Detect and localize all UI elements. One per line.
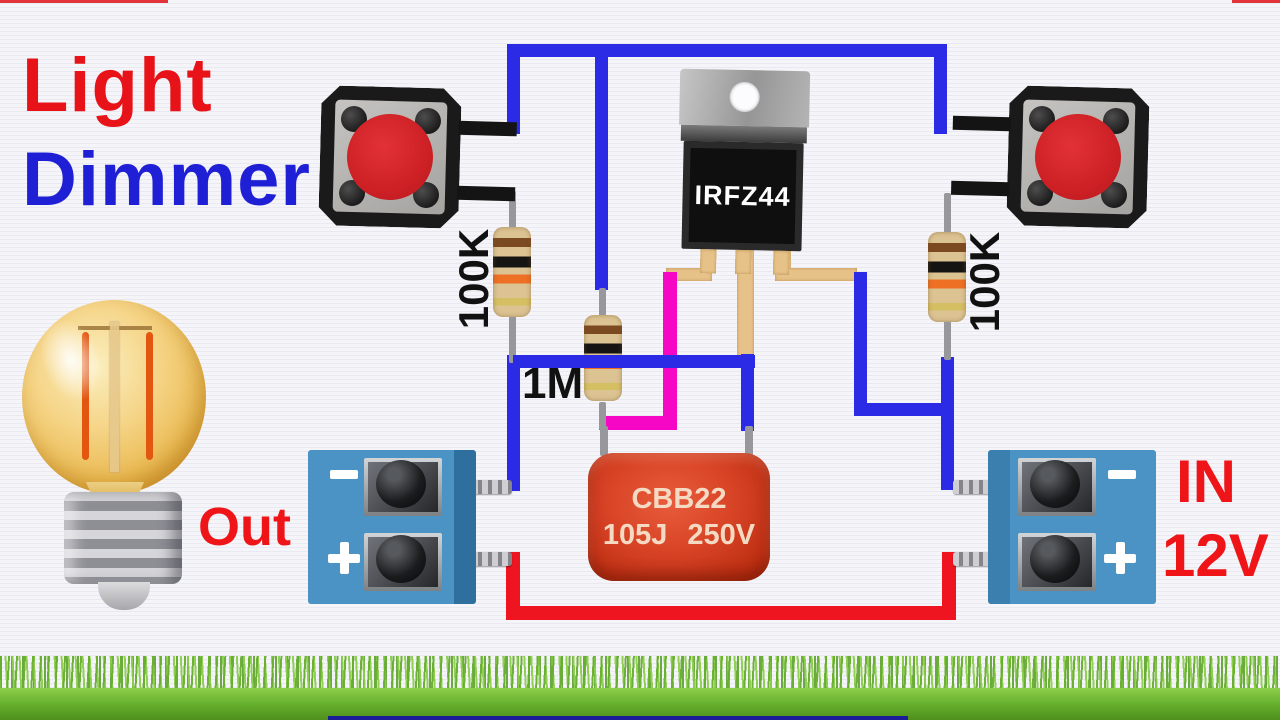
out-plus-symbol: [328, 542, 360, 574]
resistor-1m-label: 1M: [522, 359, 584, 408]
right-resistor-bottom-lead: [944, 318, 951, 360]
out-minus-screw-terminal: [364, 458, 442, 516]
middle-resistor-top-lead: [599, 288, 606, 318]
mosfet-drain-pin: [734, 249, 752, 275]
mosfet-face: IRFZ44: [688, 147, 797, 245]
push-button-right-bottom-pin: [950, 180, 1010, 197]
out-label: Out: [198, 497, 291, 557]
wire-blue-right-button-drop: [934, 44, 947, 134]
mosfet-body: IRFZ44: [681, 140, 804, 252]
capacitor-left-lead: [600, 426, 608, 456]
left-button-to-resistor-lead: [509, 191, 516, 231]
filament-light-bulb: [16, 296, 216, 616]
middle-resistor-bottom-lead: [599, 402, 606, 430]
push-button-left: [318, 85, 517, 229]
in-label: IN: [1176, 448, 1236, 515]
screw-head: [376, 460, 426, 508]
capacitor-right-lead: [745, 426, 753, 456]
title-line-light: Light: [22, 43, 213, 128]
right-button-to-resistor-lead: [944, 193, 951, 235]
wire-blue-to-in-minus: [941, 357, 954, 490]
push-button-left-bottom-pin: [456, 185, 516, 202]
top-edge-artifact: [0, 0, 168, 3]
resistor-100k-left-label: 100K: [450, 228, 497, 330]
push-button-right: [950, 85, 1150, 229]
wire-blue-source-horizontal: [854, 403, 954, 416]
mosfet-source-pin: [772, 250, 790, 275]
wire-red-left-vertical: [506, 552, 520, 620]
terminal-block-out: [308, 450, 476, 604]
screw-head: [376, 535, 426, 583]
bulb-screw-base: [64, 492, 182, 584]
capacitor-cbb22: CBB22 105J 250V: [588, 453, 770, 581]
screw-head: [1030, 535, 1080, 583]
mosfet-part-number: IRFZ44: [694, 179, 791, 212]
resistor-100k-right-label: 100K: [961, 231, 1008, 333]
mosfet-source-leg-bend: [775, 268, 857, 281]
grass-base: [0, 688, 1280, 720]
top-edge-artifact: [1232, 0, 1280, 3]
terminal-block-in: [988, 450, 1156, 604]
out-minus-symbol: [330, 470, 358, 479]
wire-magenta-gate-vertical: [663, 272, 677, 430]
grass-strip: [0, 656, 1280, 720]
left-resistor-bottom-lead: [509, 313, 516, 363]
resistor-100k-left: [493, 227, 531, 317]
out-plus-screw-terminal: [364, 533, 442, 591]
wire-blue-left-button-drop: [507, 44, 520, 134]
wire-blue-to-out-minus: [507, 355, 520, 491]
capacitor-series-text: CBB22: [631, 482, 727, 515]
bulb-base-tip: [98, 582, 150, 610]
wire-red-bottom-horizontal: [506, 606, 956, 620]
wire-blue-source-vertical: [854, 272, 867, 416]
screw-head: [1030, 460, 1080, 508]
in-minus-symbol: [1108, 470, 1136, 479]
wire-blue-top-horizontal: [507, 44, 947, 57]
resistor-100k-right: [928, 232, 966, 322]
in-plus-screw-terminal: [1018, 533, 1096, 591]
wire-blue-mid-horizontal: [513, 355, 755, 368]
wire-blue-tee-to-1m: [595, 44, 608, 290]
mosfet-irfz44: IRFZ44: [674, 68, 812, 284]
wire-magenta-gate-horizontal: [599, 416, 677, 430]
wire-blue-drain-to-capacitor: [741, 354, 754, 431]
capacitor-rating-text: 105J 250V: [602, 519, 756, 551]
in-minus-screw-terminal: [1018, 458, 1096, 516]
mosfet-drain-leg: [737, 248, 754, 358]
mosfet-gate-pin: [699, 249, 717, 274]
bulb-filament-rod: [146, 332, 153, 460]
in-voltage-label: 12V: [1162, 522, 1269, 589]
title-line-dimmer: Dimmer: [22, 137, 311, 222]
bottom-edge-artifact: [328, 716, 908, 720]
in-plus-symbol: [1104, 542, 1136, 574]
wire-red-right-vertical: [942, 552, 956, 620]
push-button-left-top-pin: [458, 120, 517, 137]
push-button-right-top-pin: [952, 115, 1012, 132]
bulb-glass-stem: [110, 322, 119, 472]
